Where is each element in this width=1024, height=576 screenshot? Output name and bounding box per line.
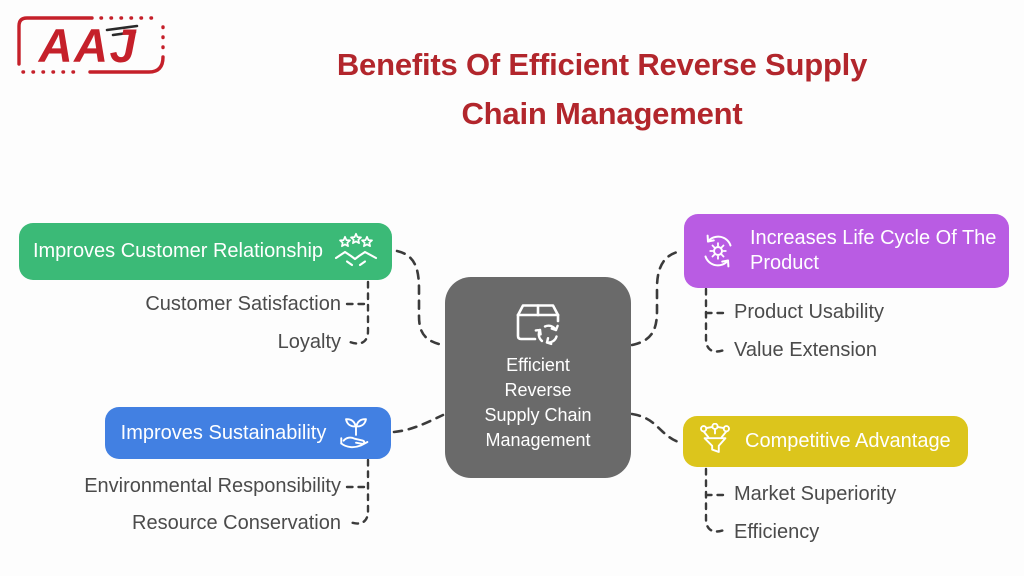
connector-purple-children [704, 287, 726, 353]
sub-label-efficiency: Efficiency [734, 521, 820, 543]
hand-plant-icon [340, 418, 369, 449]
branch-competitive-advantage: Competitive Advantage [683, 416, 968, 467]
sub-label-value-extension: Value Extension [734, 339, 878, 361]
branch-life-cycle-label: Increases Life Cycle Of The Product [750, 227, 997, 274]
branch-competitive-advantage-label: Competitive Advantage [745, 430, 951, 452]
logo-text: AAJ [38, 19, 138, 72]
branch-customer-relationship-label: Improves Customer Relationship [32, 240, 324, 262]
logo-speed-lines [105, 24, 139, 37]
connector-blue-to-center [392, 413, 445, 434]
connector-center-to-yellow [630, 412, 684, 445]
stars-handshake-icon [335, 232, 378, 266]
logo-border-solid-bottomright [88, 55, 165, 74]
connector-center-to-purple [630, 249, 684, 347]
sub-label-environmental-responsibility: Environmental Responsibility [84, 475, 341, 497]
branch-customer-relationship: Improves Customer Relationship [19, 223, 392, 280]
connector-yellow-children [704, 467, 726, 533]
center-node-label: Efficient Reverse Supply Chain Managemen… [484, 355, 592, 450]
connector-green-children [348, 280, 370, 345]
sub-label-market-superiority: Market Superiority [734, 483, 897, 505]
center-node: Efficient Reverse Supply Chain Managemen… [445, 277, 631, 478]
cycle-gear-icon [704, 234, 732, 268]
sub-label-product-usability: Product Usability [734, 301, 885, 323]
branch-life-cycle: Increases Life Cycle Of The Product [684, 214, 1009, 288]
sub-label-loyalty: Loyalty [277, 331, 341, 353]
logo-border-solid-topleft [17, 16, 94, 66]
sub-label-resource-conservation: Resource Conservation [132, 512, 341, 534]
branch-sustainability: Improves Sustainability [105, 407, 391, 459]
sub-label-customer-satisfaction: Customer Satisfaction [145, 293, 341, 315]
page-title: Benefits Of Efficient Reverse Supply Cha… [336, 47, 868, 131]
package-recycle-icon [516, 304, 560, 346]
connector-green-to-center [395, 249, 445, 347]
branch-sustainability-label: Improves Sustainability [120, 421, 327, 444]
connector-blue-children [348, 458, 370, 525]
funnel-network-icon [700, 422, 730, 453]
aaj-logo: AAJ [17, 16, 165, 74]
